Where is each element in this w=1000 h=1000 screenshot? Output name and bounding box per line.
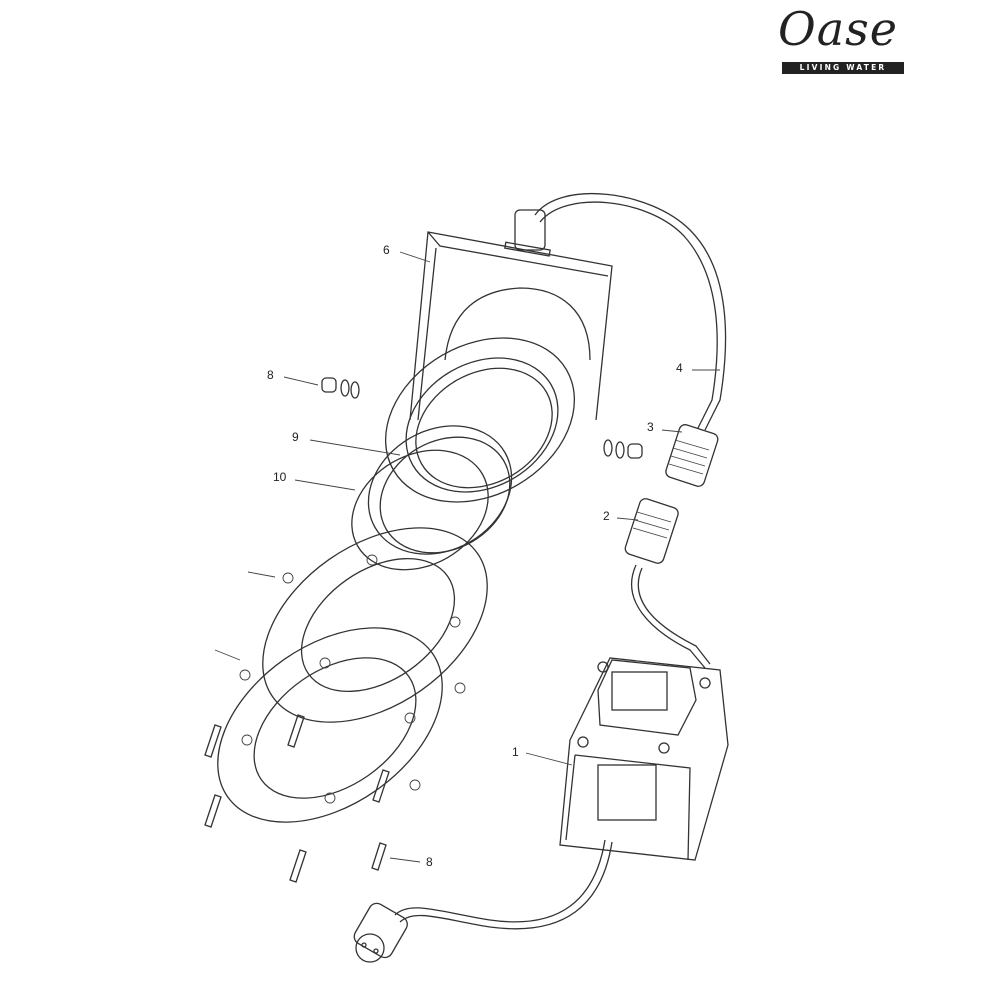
nut-washer-set-right — [603, 439, 643, 459]
label-part-1: 1 — [512, 745, 519, 759]
leader-lines — [214, 251, 720, 863]
bracket-6 — [409, 231, 613, 421]
clamping-flange — [217, 627, 443, 823]
cable-4 — [534, 192, 727, 431]
label-part-8-bottom: 8 — [426, 855, 433, 869]
label-part-9: 9 — [292, 430, 299, 444]
label-part-10: 10 — [273, 470, 287, 484]
label-part-8-top: 8 — [267, 368, 274, 382]
oase-logo: Oase LIVING WATER — [768, 2, 908, 74]
label-part-6: 6 — [383, 243, 390, 257]
seal-ring-10 — [351, 449, 489, 571]
mains-cable — [394, 839, 606, 923]
transformer-1 — [559, 657, 729, 861]
lamp-housing — [444, 287, 591, 361]
mounting-flange — [262, 527, 488, 723]
glass-ring-9 — [367, 425, 513, 555]
label-part-3: 3 — [647, 420, 654, 434]
logo-tagline: LIVING WATER — [782, 62, 904, 74]
nut-washer-set-left — [321, 377, 360, 399]
screws — [204, 714, 390, 883]
connector-2 — [624, 498, 679, 564]
logo-brand: Oase — [778, 2, 898, 56]
cable-gland — [514, 209, 546, 251]
mains-plug — [353, 902, 408, 963]
connector-3 — [665, 424, 719, 487]
label-part-4: 4 — [676, 361, 683, 375]
label-part-2: 2 — [603, 509, 610, 523]
